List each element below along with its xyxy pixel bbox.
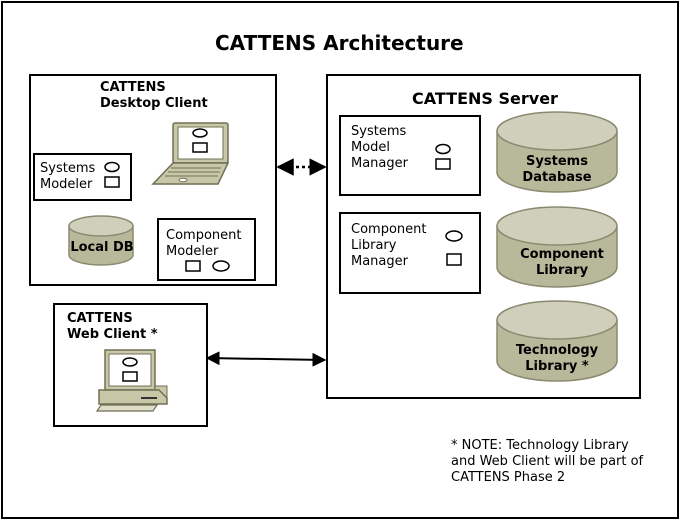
component-modeler-box: Component Modeler [157, 218, 256, 281]
diagram-title: CATTENS Architecture [215, 31, 464, 55]
local-db-label: Local DB [70, 240, 134, 255]
component-modeler-label-line2: Modeler [166, 244, 219, 259]
component-library-manager-label: Component Library Manager [351, 222, 426, 270]
component-library-manager-label-line1: Component [351, 222, 427, 237]
systems-database-label-line1: Systems [526, 154, 588, 169]
component-modeler-label-line1: Component [166, 228, 242, 243]
desktop-client-title: CATTENS Desktop Client [100, 80, 208, 112]
systems-database-cylinder [496, 111, 618, 193]
systems-modeler-label-line1: Systems [40, 161, 96, 176]
phase-note-line2: and Web Client will be part of [451, 454, 644, 469]
component-library-manager-label-line3: Manager [351, 254, 408, 269]
component-library-label-line2: Library [535, 263, 589, 278]
phase-note-line1: * NOTE: Technology Library [451, 438, 629, 453]
systems-modeler-label-line2: Modeler [40, 177, 93, 192]
web-client-title-line1: CATTENS [67, 311, 133, 326]
systems-database-label: Systems Database [495, 154, 619, 186]
phase-note-line3: CATTENS Phase 2 [451, 470, 566, 485]
technology-library-cylinder [496, 300, 618, 382]
systems-modeler-label: Systems Modeler [40, 161, 95, 193]
component-library-manager-box: Component Library Manager [339, 212, 481, 294]
systems-modeler-box: Systems Modeler [33, 153, 132, 201]
server-title: CATTENS Server [412, 89, 558, 108]
component-library-manager-label-line2: Library [351, 238, 397, 253]
web-client-title: CATTENS Web Client * [67, 311, 158, 343]
component-library-label-line1: Component [520, 247, 604, 262]
technology-library-label: Technology Library * [495, 343, 619, 375]
phase-note: * NOTE: Technology Library and Web Clien… [451, 438, 643, 486]
technology-library-label-line2: Library * [525, 359, 589, 374]
model-icon [435, 143, 451, 170]
local-db-cylinder [68, 215, 134, 266]
technology-library-label-line1: Technology [515, 343, 599, 358]
component-library-label: Component Library [500, 247, 624, 279]
systems-model-manager-box: Systems Model Manager [339, 115, 481, 196]
systems-model-manager-label: Systems Model Manager [351, 124, 408, 172]
desktop-client-title-line2: Desktop Client [100, 96, 208, 111]
component-modeler-label: Component Modeler [166, 228, 241, 260]
laptop-icon [151, 122, 230, 185]
systems-model-manager-label-line2: Model [351, 140, 391, 155]
model-icon [104, 161, 120, 188]
systems-model-manager-label-line1: Systems [351, 124, 407, 139]
systems-model-manager-label-line3: Manager [351, 156, 408, 171]
web-server-link [205, 351, 327, 367]
systems-database-label-line2: Database [522, 170, 592, 185]
component-icon [445, 230, 463, 266]
desktop-computer-icon [95, 349, 168, 412]
desktop-client-title-line1: CATTENS [100, 80, 166, 95]
web-client-title-line2: Web Client * [67, 327, 158, 342]
component-icon [185, 260, 230, 272]
component-library-cylinder [496, 206, 618, 288]
